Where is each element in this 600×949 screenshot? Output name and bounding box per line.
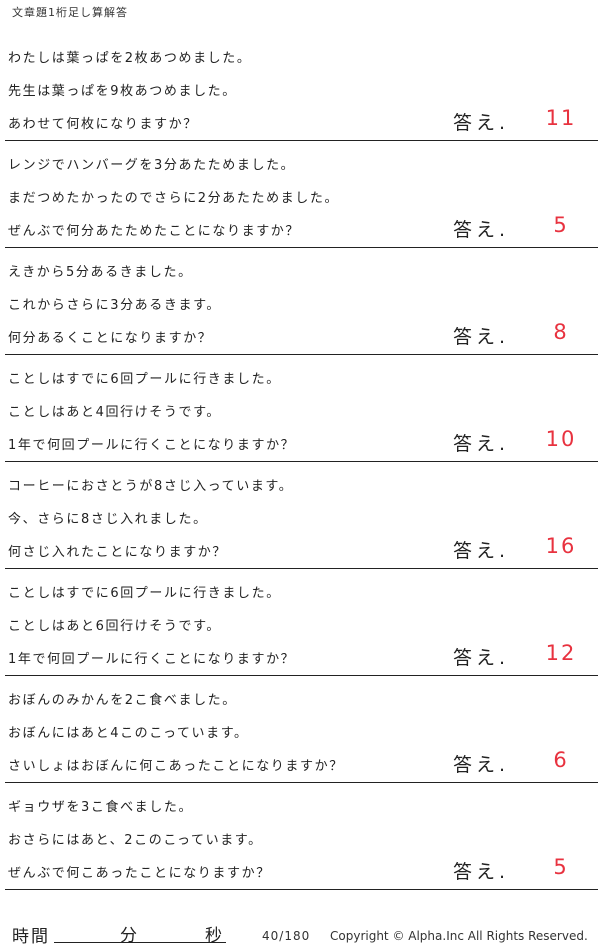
problem-question: 1年で何回プールに行くことになりますか？ <box>8 438 296 453</box>
second-label: 秒 <box>205 926 222 946</box>
problem-3: えきから5分あるきました。 これからさらに3分あるきます。 何分あるくことになり… <box>0 256 600 363</box>
divider <box>5 140 598 141</box>
problem-line-2: まだつめたかったのでさらに2分あたためました。 <box>8 191 340 206</box>
minute-label: 分 <box>120 926 137 946</box>
problem-line-1: わたしは葉っぱを2枚あつめました。 <box>8 51 252 66</box>
problem-question: ぜんぶで何分あたためたことになりますか？ <box>8 224 301 239</box>
problem-line-1: おぼんのみかんを2こ食べました。 <box>8 693 237 708</box>
problem-7: おぼんのみかんを2こ食べました。 おぼんにはあと4このこっています。 さいしょは… <box>0 684 600 791</box>
problem-line-1: ことしはすでに6回プールに行きました。 <box>8 586 281 601</box>
time-label: 時間 <box>12 927 50 947</box>
answer-label: 答え. <box>453 112 510 134</box>
problem-line-1: ことしはすでに6回プールに行きました。 <box>8 372 281 387</box>
problem-line-2: おぼんにはあと4このこっています。 <box>8 726 249 741</box>
answer-label: 答え. <box>453 326 510 348</box>
problem-line-2: ことしはあと4回行けそうです。 <box>8 405 221 420</box>
problem-question: あわせて何枚になりますか？ <box>8 117 198 132</box>
problem-line-2: これからさらに3分あるきます。 <box>8 298 221 313</box>
divider <box>5 568 598 569</box>
copyright-text: Copyright © Alpha.Inc All Rights Reserve… <box>330 929 588 943</box>
divider <box>5 889 598 890</box>
problem-line-2: 今、さらに8さじ入れました。 <box>8 512 208 527</box>
answer-label: 答え. <box>453 861 510 883</box>
problem-question: さいしょはおぼんに何こあったことになりますか？ <box>8 759 344 774</box>
problem-question: 何分あるくことになりますか？ <box>8 331 213 346</box>
problem-line-2: 先生は葉っぱを9枚あつめました。 <box>8 84 237 99</box>
problem-4: ことしはすでに6回プールに行きました。 ことしはあと4回行けそうです。 1年で何… <box>0 363 600 470</box>
answer-value: 8 <box>553 320 569 344</box>
problem-line-2: ことしはあと6回行けそうです。 <box>8 619 221 634</box>
divider <box>5 782 598 783</box>
problem-line-1: レンジでハンバーグを3分あたためました。 <box>8 158 296 173</box>
answer-label: 答え. <box>453 219 510 241</box>
divider <box>5 354 598 355</box>
answer-label: 答え. <box>453 647 510 669</box>
answer-value: 5 <box>553 213 569 237</box>
problem-6: ことしはすでに6回プールに行きました。 ことしはあと6回行けそうです。 1年で何… <box>0 577 600 684</box>
answer-label: 答え. <box>453 540 510 562</box>
problem-line-1: えきから5分あるきました。 <box>8 265 193 280</box>
problem-question: 何さじ入れたことになりますか？ <box>8 545 228 560</box>
answer-value: 6 <box>553 748 569 772</box>
page-title: 文章題1桁足し算解答 <box>12 6 128 19</box>
answer-value: 16 <box>545 534 577 558</box>
answer-value: 11 <box>545 106 577 130</box>
answer-value: 10 <box>545 427 577 451</box>
answer-label: 答え. <box>453 754 510 776</box>
problem-2: レンジでハンバーグを3分あたためました。 まだつめたかったのでさらに2分あたため… <box>0 149 600 256</box>
divider <box>5 675 598 676</box>
answer-label: 答え. <box>453 433 510 455</box>
problem-line-1: ギョウザを3こ食べました。 <box>8 800 194 815</box>
answer-value: 5 <box>553 855 569 879</box>
problem-8: ギョウザを3こ食べました。 おさらにはあと、2このこっています。 ぜんぶで何こあ… <box>0 791 600 898</box>
problem-line-2: おさらにはあと、2このこっています。 <box>8 833 263 848</box>
time-blank-line <box>54 942 226 943</box>
answer-value: 12 <box>545 641 577 665</box>
divider <box>5 461 598 462</box>
divider <box>5 247 598 248</box>
problem-5: コーヒーにおさとうが8さじ入っています。 今、さらに8さじ入れました。 何さじ入… <box>0 470 600 577</box>
problem-question: ぜんぶで何こあったことになりますか？ <box>8 866 271 881</box>
problem-1: わたしは葉っぱを2枚あつめました。 先生は葉っぱを9枚あつめました。 あわせて何… <box>0 42 600 149</box>
footer: 時間 分 秒 40/180 Copyright © Alpha.Inc All … <box>0 918 600 948</box>
problem-question: 1年で何回プールに行くことになりますか？ <box>8 652 296 667</box>
problem-line-1: コーヒーにおさとうが8さじ入っています。 <box>8 479 294 494</box>
page-number: 40/180 <box>262 929 311 943</box>
